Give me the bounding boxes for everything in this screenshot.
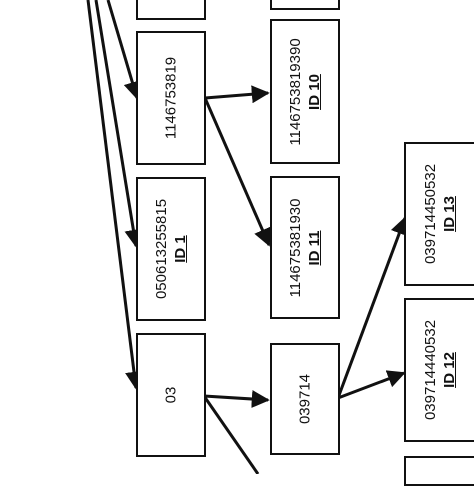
edge-039714-to-039714440532 <box>337 370 406 400</box>
diagram-canvas: 1146753819 050613255815 ID 1 03 11467538… <box>86 0 474 486</box>
node-number: 039714440532 <box>422 319 439 421</box>
node-number: 114675381930 <box>287 198 304 297</box>
partial-node-top-middle <box>270 0 340 10</box>
edge-1146753819-to-114675381930 <box>203 97 271 247</box>
node-label: 114675381930 ID 11 <box>286 198 324 297</box>
edge-top-to-050613255815 <box>94 0 143 248</box>
node-label: 039714 <box>296 374 315 424</box>
node-039714[interactable]: 039714 <box>270 343 340 455</box>
node-label: 03 <box>162 387 181 404</box>
node-label: 039714450532 ID 13 <box>421 164 459 264</box>
edge-03-to-039714 <box>203 390 270 408</box>
node-114675381930[interactable]: 114675381930 ID 11 <box>270 176 340 319</box>
node-label: 1146753819390 ID 10 <box>286 38 324 145</box>
node-number: 039714450532 <box>422 163 439 265</box>
node-id: ID 11 <box>306 229 323 266</box>
node-label: 039714440532 ID 12 <box>421 320 459 420</box>
edge-top-to-1146753819 <box>106 0 142 100</box>
node-number: 1146753819390 <box>287 37 304 146</box>
edge-03-to-offscreen <box>202 395 260 474</box>
node-050613255815[interactable]: 050613255815 ID 1 <box>136 177 206 321</box>
edges-layer <box>86 0 408 474</box>
edge-039714-to-039714450532 <box>336 216 408 399</box>
node-number: 050613255815 <box>153 198 170 300</box>
node-1146753819390[interactable]: 1146753819390 ID 10 <box>270 19 340 164</box>
node-id: ID 13 <box>441 196 458 232</box>
partial-node-top-left <box>136 0 206 20</box>
node-03[interactable]: 03 <box>136 333 206 457</box>
node-1146753819[interactable]: 1146753819 <box>136 31 206 165</box>
edge-1146753819-to-1146753819390 <box>204 85 270 104</box>
node-id: ID 1 <box>172 235 189 263</box>
edge-top-to-03 <box>86 0 143 390</box>
node-number: 1146753819 <box>162 56 180 140</box>
node-039714450532[interactable]: 039714450532 ID 13 <box>404 142 474 286</box>
node-number: 039714 <box>296 373 314 425</box>
node-id: ID 10 <box>306 73 323 110</box>
node-number: 03 <box>162 386 180 404</box>
node-039714440532[interactable]: 039714440532 ID 12 <box>404 298 474 442</box>
node-label: 050613255815 ID 1 <box>152 199 190 299</box>
partial-node-bottom-right <box>404 456 474 486</box>
node-label: 1146753819 <box>162 57 181 139</box>
node-id: ID 12 <box>441 352 458 388</box>
